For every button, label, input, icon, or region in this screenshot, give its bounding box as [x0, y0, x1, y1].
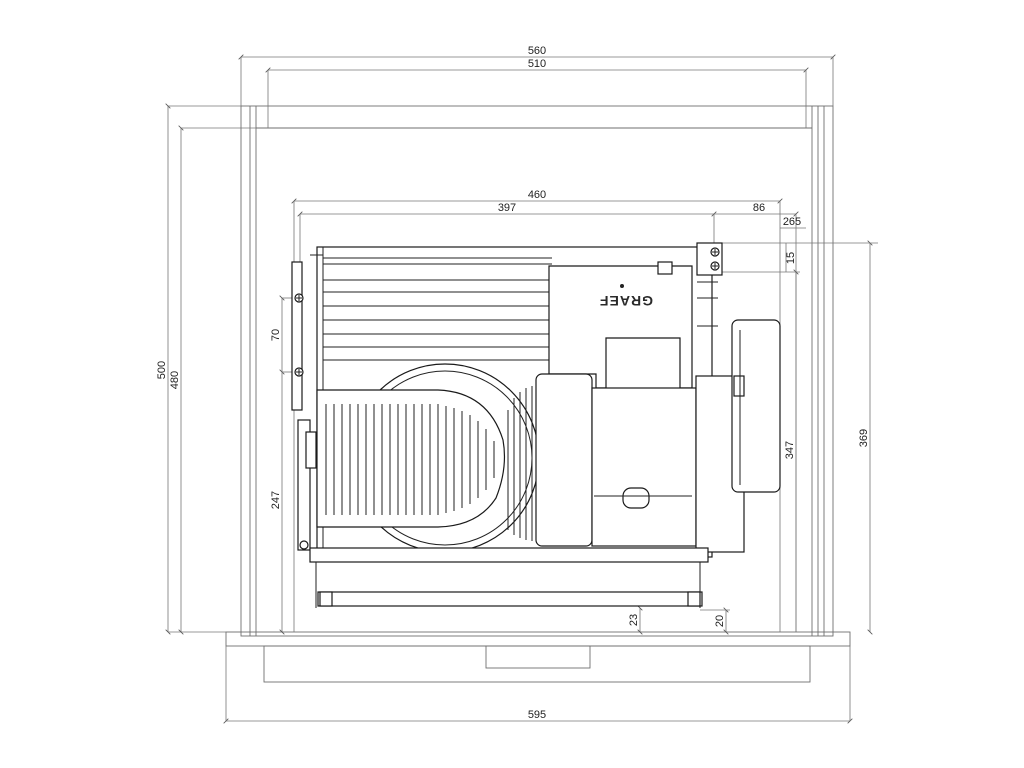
dim-20-label: 20 — [714, 615, 726, 627]
dim-397-label: 397 — [498, 202, 516, 214]
dim-500-label: 500 — [156, 361, 168, 379]
carriage-plate — [316, 389, 506, 528]
cabinet-outer-frame — [240, 105, 834, 637]
guard-ribs — [507, 386, 533, 541]
bottom-rail — [309, 547, 709, 563]
right-mount-plate — [696, 242, 723, 276]
drive-housing — [591, 387, 697, 547]
cabinet-plinth — [225, 631, 851, 647]
dim-480-label: 480 — [169, 371, 181, 389]
bar-end-right — [687, 591, 701, 607]
dim-265-label: 265 — [783, 216, 801, 228]
hinge-left — [305, 431, 317, 469]
drawer-handle — [485, 645, 591, 669]
dim-15-label: 15 — [785, 252, 797, 264]
drive-knob — [622, 487, 650, 509]
dim-347-label: 347 — [784, 441, 796, 459]
dimension-labels: 560 510 460 397 86 265 500 480 70 247 15… — [156, 45, 870, 721]
dim-369-label: 369 — [858, 429, 870, 447]
dim-510-label: 510 — [528, 58, 546, 70]
bar-end-left — [319, 591, 333, 607]
switch-box — [731, 319, 781, 493]
dim-595-label: 595 — [528, 709, 546, 721]
drawer-front — [263, 645, 811, 683]
dimension-lines — [168, 57, 878, 721]
cabinet — [225, 105, 851, 683]
dim-86-label: 86 — [753, 202, 765, 214]
dim-70-label: 70 — [270, 329, 282, 341]
thickness-guard — [535, 373, 593, 547]
indicator-dot-icon — [620, 284, 624, 288]
dim-23-label: 23 — [628, 614, 640, 626]
dim-460-label: 460 — [528, 189, 546, 201]
carriage-ribs — [325, 404, 495, 515]
top-ribs — [323, 257, 552, 361]
slicer: GRAEF — [291, 242, 781, 608]
switch-clip — [733, 375, 745, 397]
rail-screw-icon — [299, 540, 309, 550]
pull-out-bar — [317, 591, 703, 607]
brand-logo: GRAEF — [599, 293, 653, 309]
left-bracket — [291, 261, 303, 411]
dim-560-label: 560 — [528, 45, 546, 57]
dim-247-label: 247 — [270, 491, 282, 509]
cover-clip — [657, 261, 673, 275]
